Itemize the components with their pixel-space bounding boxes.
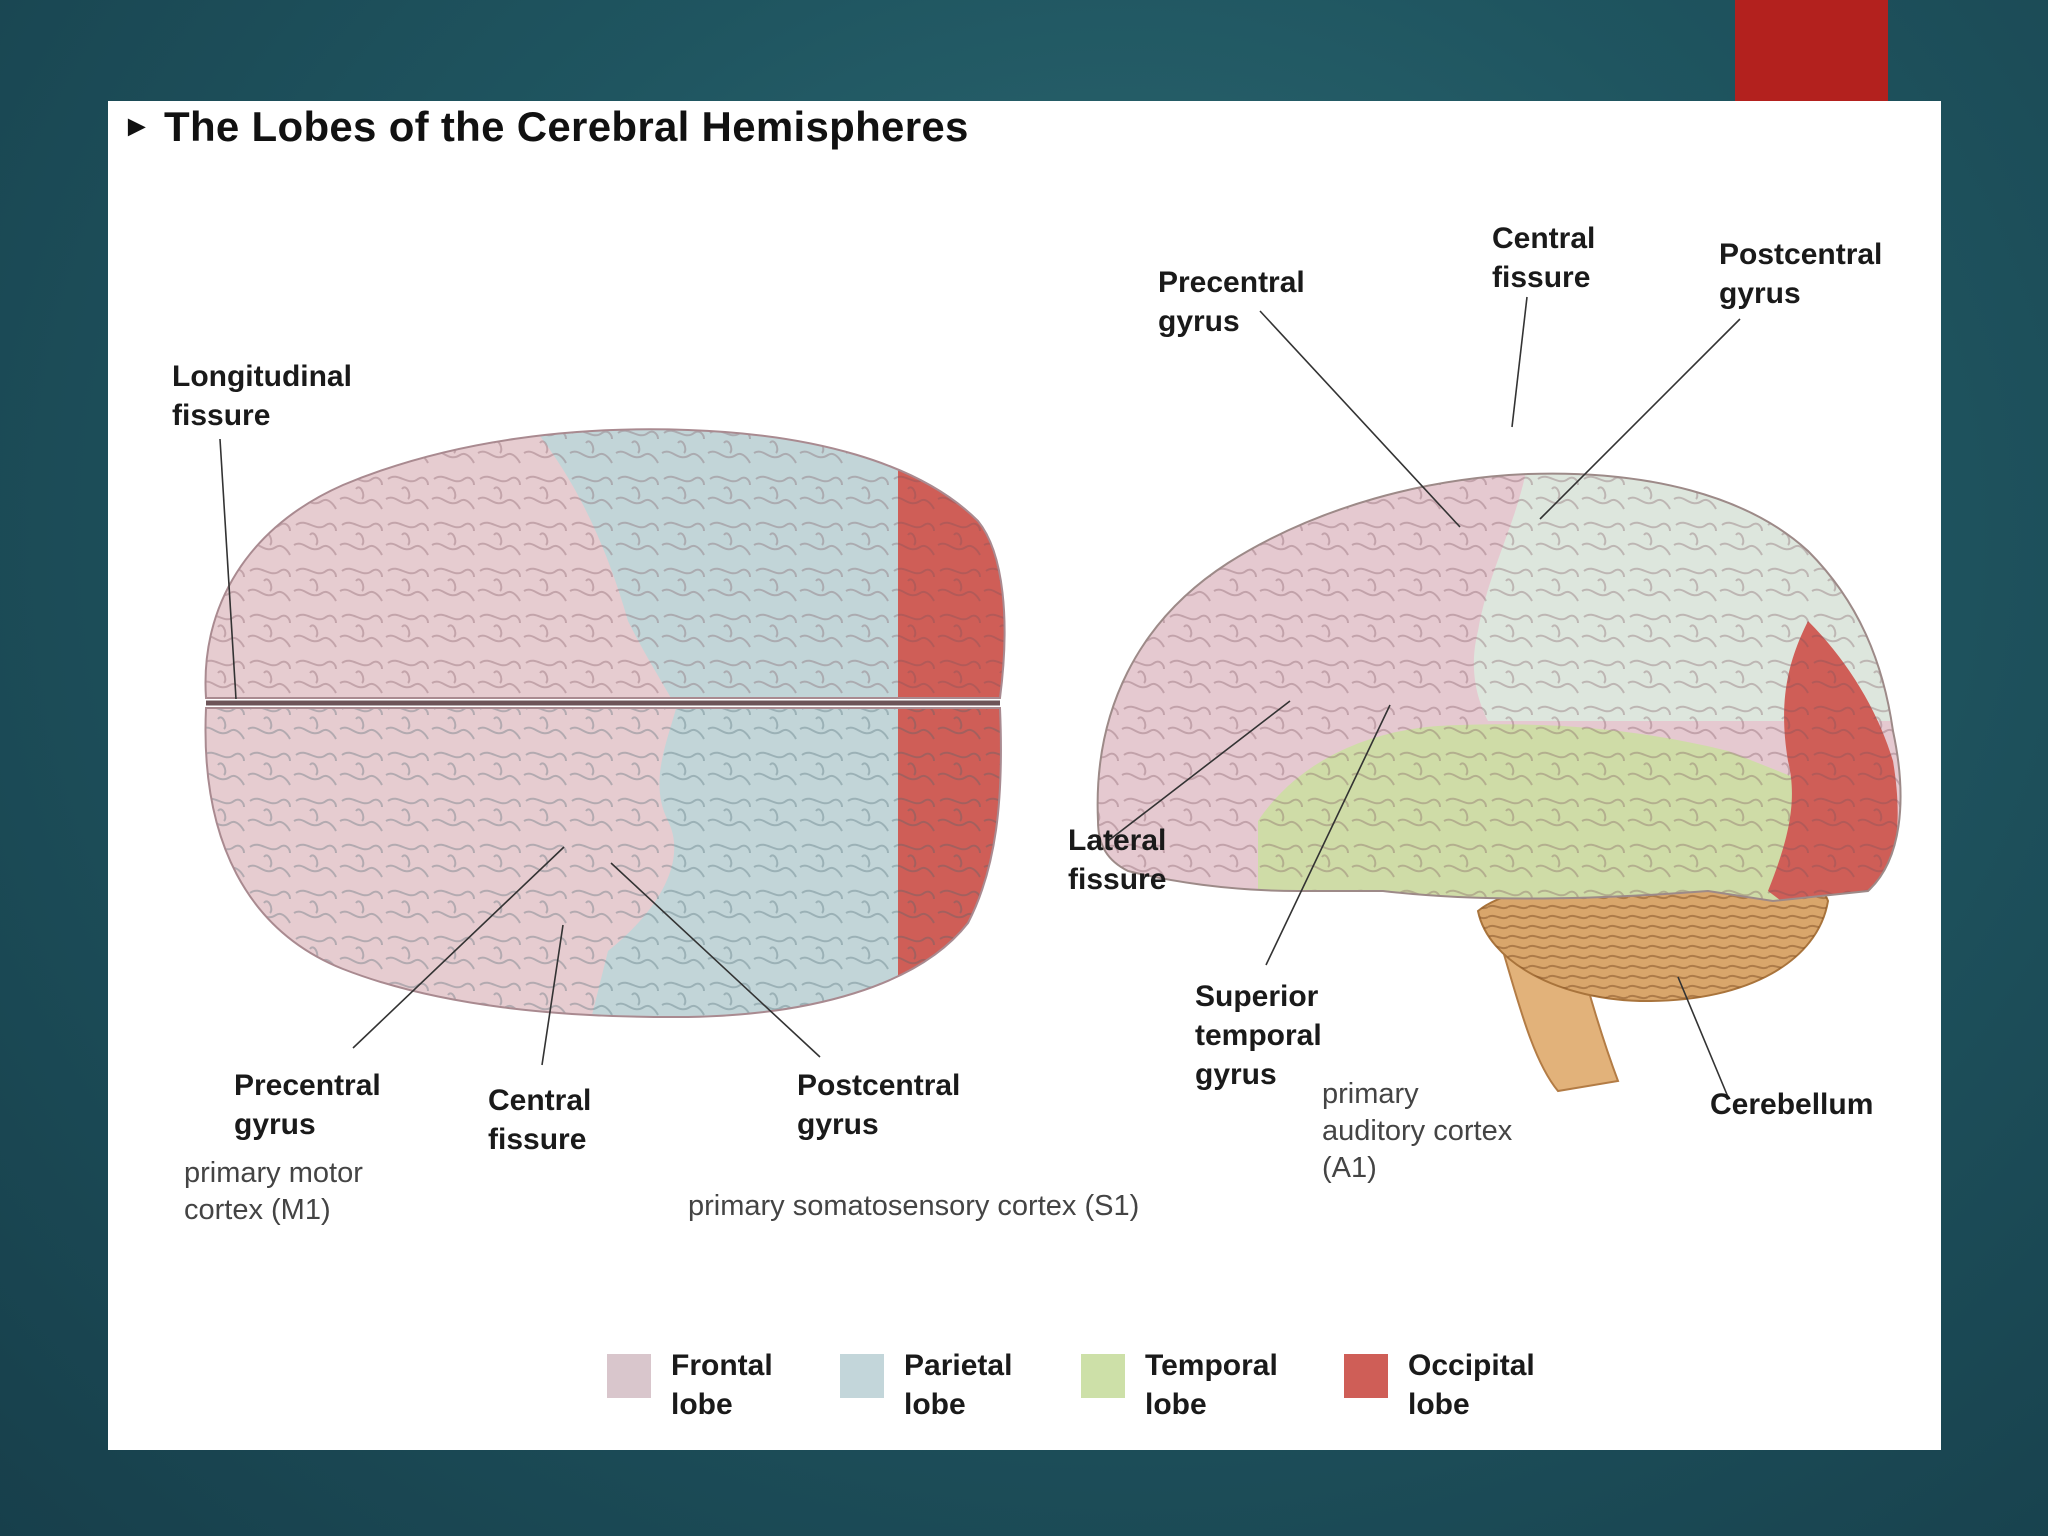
legend-label-parietal: Parietal lobe (904, 1346, 1012, 1424)
top-view-brain (198, 421, 1028, 1031)
label-postcentral-gyrus-side: Postcentral gyrus (1719, 235, 1882, 313)
legend-swatch-temporal (1081, 1354, 1125, 1398)
legend-label-occipital: Occipital lobe (1408, 1346, 1535, 1424)
label-longitudinal-fissure: Longitudinal fissure (172, 357, 352, 435)
label-precentral-gyrus-top: Precentral gyrus (234, 1066, 381, 1144)
accent-tab (1735, 0, 1888, 101)
legend-label-frontal: Frontal lobe (671, 1346, 773, 1424)
slide-panel: ►The Lobes of the Cerebral Hemispheres (108, 101, 1941, 1450)
legend-swatch-occipital (1344, 1354, 1388, 1398)
label-precentral-gyrus-side: Precentral gyrus (1158, 263, 1305, 341)
label-cerebellum: Cerebellum (1710, 1085, 1873, 1124)
legend-swatch-parietal (840, 1354, 884, 1398)
label-lateral-fissure: Lateral fissure (1068, 821, 1166, 899)
label-central-fissure-side: Central fissure (1492, 219, 1595, 297)
label-superior-temporal-gyrus: Superior temporal gyrus (1195, 977, 1322, 1094)
note-primary-auditory-cortex: primary auditory cortex (A1) (1322, 1076, 1512, 1187)
legend-swatch-frontal (607, 1354, 651, 1398)
legend-label-temporal: Temporal lobe (1145, 1346, 1278, 1424)
note-primary-somatosensory-cortex: primary somatosensory cortex (S1) (688, 1188, 1139, 1225)
label-postcentral-gyrus-top: Postcentral gyrus (797, 1066, 960, 1144)
brain-figure (108, 101, 1941, 1450)
label-central-fissure-top: Central fissure (488, 1081, 591, 1159)
note-primary-motor-cortex: primary motor cortex (M1) (184, 1155, 363, 1229)
